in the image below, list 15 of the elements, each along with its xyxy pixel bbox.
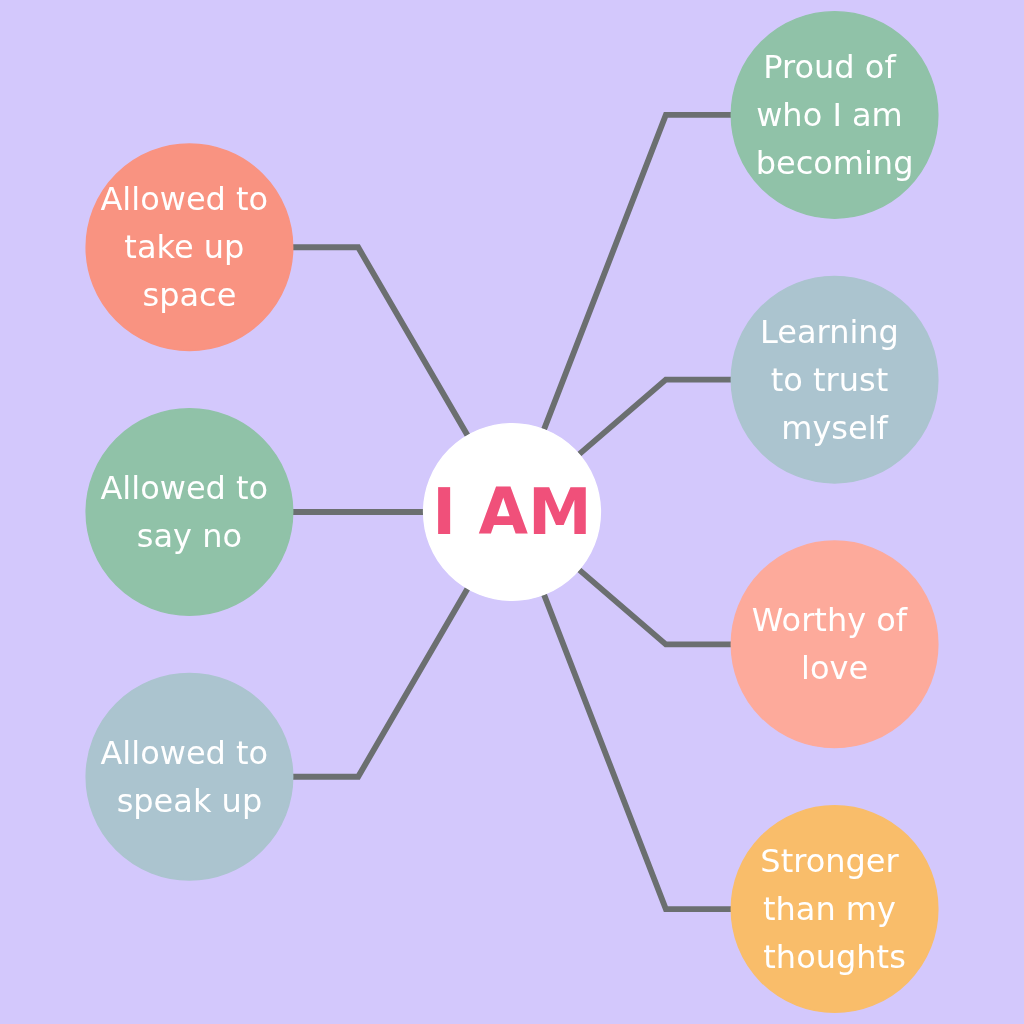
node-circle: Worthy of love — [730, 540, 939, 749]
node-circle: Allowed to say no — [85, 408, 294, 616]
node-circle: Learning to trust myself — [730, 275, 939, 484]
node-circle: Stronger than my thoughts — [730, 805, 939, 1014]
connector — [292, 244, 471, 438]
connector — [292, 586, 471, 780]
node-circle: I AM — [422, 422, 602, 602]
node-circle: Proud of who I am becoming — [730, 10, 939, 219]
connector — [292, 509, 424, 515]
connector — [541, 112, 732, 431]
node-circle: Allowed to speak up — [85, 672, 294, 881]
node-circle: Allowed to take up space — [85, 143, 294, 352]
connector — [577, 567, 732, 648]
connector — [577, 376, 732, 457]
connector — [541, 593, 732, 912]
